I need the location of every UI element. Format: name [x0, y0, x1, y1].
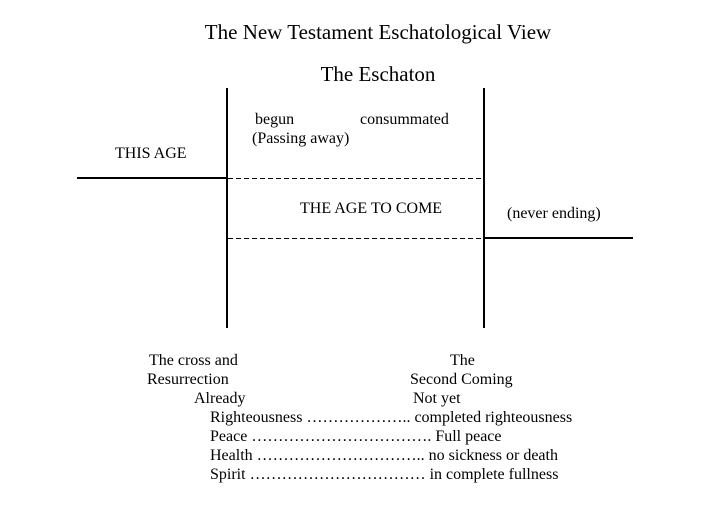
not-yet-item-label: completed righteousness	[414, 409, 573, 426]
cross-event-line2: Resurrection	[147, 371, 229, 388]
comparison-row-righteousness: Righteousness ……………….. completed righteo…	[210, 408, 572, 427]
this-age-label: THIS AGE	[115, 145, 187, 162]
already-item-label: Righteousness	[210, 409, 303, 426]
this-age-timeline	[77, 177, 227, 179]
not-yet-item-label: no sickness or death	[428, 447, 558, 464]
comparison-row-health: Health ………………………….. no sickness or death	[210, 446, 558, 465]
page-title: The New Testament Eschatological View	[204, 20, 552, 44]
second-coming-line1: The	[450, 352, 475, 369]
consummated-label: consummated	[360, 111, 449, 128]
age-to-come-timeline	[483, 237, 633, 239]
begun-label: begun	[255, 111, 295, 128]
dot-leader: ……………………………	[249, 466, 426, 483]
age-to-come-label: THE AGE TO COME	[300, 200, 443, 217]
passing-away-label: (Passing away)	[252, 130, 350, 147]
comparison-row-peace: Peace ……………………………. Full peace	[210, 427, 502, 446]
second-coming-line2: Second Coming	[410, 371, 513, 388]
cross-event-line1: The cross and	[149, 352, 238, 369]
dot-leader: …………………………….	[251, 428, 432, 445]
dot-leader: …………………………..	[256, 447, 425, 464]
comparison-row-spirit: Spirit …………………………… in complete fullness	[210, 465, 558, 484]
already-item-label: Peace	[210, 428, 248, 445]
not-yet-item-label: Full peace	[435, 428, 502, 445]
not-yet-item-label: in complete fullness	[429, 466, 559, 483]
never-ending-label: (never ending)	[507, 205, 601, 222]
already-item-label: Spirit	[210, 466, 246, 483]
not-yet-label: Not yet	[413, 390, 461, 407]
page-subtitle: The Eschaton	[320, 62, 436, 86]
already-item-label: Health	[210, 447, 253, 464]
already-label: Already	[194, 390, 246, 407]
dot-leader: ………………..	[306, 409, 411, 426]
eschaton-left-boundary-line	[226, 88, 228, 328]
this-age-passing-away-dashed-line	[228, 178, 483, 179]
eschaton-right-boundary-line	[483, 88, 485, 328]
age-to-come-begun-dashed-line	[228, 238, 483, 239]
